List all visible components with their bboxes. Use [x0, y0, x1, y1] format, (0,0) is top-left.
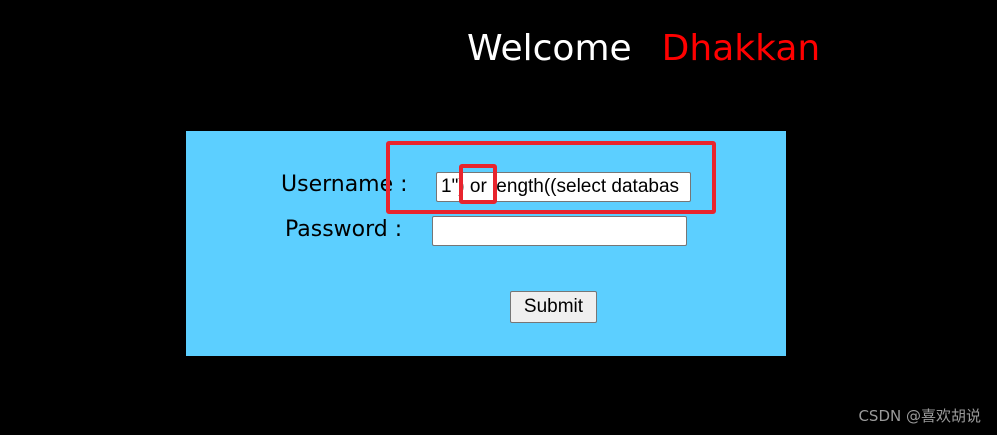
- login-form-panel: Username : 1") or length((select databas…: [186, 131, 786, 356]
- password-input[interactable]: [432, 216, 687, 246]
- username-label: Username :: [281, 172, 408, 197]
- welcome-text: Welcome: [467, 28, 632, 69]
- submit-button[interactable]: Submit: [510, 291, 597, 323]
- password-label: Password :: [285, 217, 403, 242]
- welcome-heading: Welcome Dhakkan: [467, 27, 820, 71]
- watermark: CSDN @喜欢胡说: [858, 407, 981, 425]
- welcome-user-name: Dhakkan: [661, 28, 821, 69]
- username-input[interactable]: 1") or length((select databas: [436, 172, 691, 202]
